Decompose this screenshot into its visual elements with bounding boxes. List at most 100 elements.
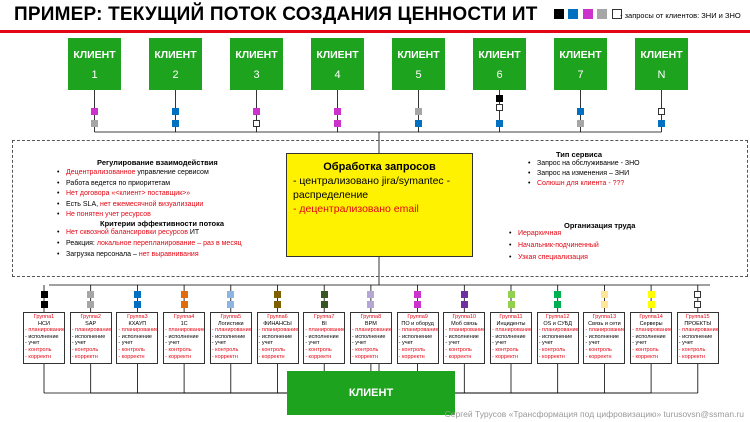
bullet-item: Децентрализованное управление сервисом (57, 169, 209, 176)
group-activity: - учет (398, 340, 413, 347)
group-activity: - контроль (445, 346, 472, 353)
client-label: КЛИЕНТ (478, 49, 521, 61)
request-square (334, 120, 341, 127)
group-color-square (554, 301, 562, 308)
group-activity: - корректн (398, 353, 425, 360)
group-color-square (414, 291, 422, 298)
bullet-text: Запрос на изменения – ЗНИ (537, 170, 630, 177)
group-system: Связь и сети (588, 320, 621, 327)
group-activity: - исполнение (351, 333, 386, 340)
group-activity: - контроль (398, 346, 426, 353)
bullet-highlight: Нет сквозной балансировки ресурсов (66, 229, 188, 236)
group-name: Группа3 (127, 314, 148, 320)
group-activity: - учет (492, 340, 507, 347)
group-activity: - учет (258, 340, 273, 347)
regulation-title: Регулирование взаимодействия (97, 158, 218, 167)
group-activity: - учет (305, 340, 320, 347)
group-color-square (227, 301, 235, 308)
bullet-item: Есть SLA, нет ежемесячной визуализации (57, 201, 203, 208)
group-name: Группа12 (545, 314, 570, 320)
bullet-text: Солюшн для клиента - ??? (537, 180, 625, 187)
group-activity: - учет (211, 340, 227, 347)
group-name: Группа6 (267, 314, 288, 320)
group-activity: - корректн (258, 353, 285, 360)
group-color-square (554, 291, 562, 298)
group-name: Группа7 (313, 314, 335, 320)
client-label: КЛИЕНТ (397, 49, 440, 61)
group-system: BI (321, 320, 327, 327)
bullet-text: Узкая специализация (518, 254, 588, 261)
client-number: 5 (415, 69, 422, 81)
group-color-square (460, 301, 468, 308)
bullet-text: Иерархичная (518, 230, 562, 237)
request-square (496, 120, 503, 127)
group-activity: - корректн (538, 353, 565, 360)
group-activity: - планирование (118, 327, 159, 334)
group-activity: - учет (71, 340, 87, 347)
group-activity: - контроль (165, 346, 192, 353)
bullet-item: Нет договора «<клиент> поставщик>» (57, 190, 190, 197)
group-activity: - корректн (165, 353, 192, 360)
group-system: ПРОЕКТЫ (684, 320, 712, 327)
bullet-text: Реакция: (66, 240, 97, 247)
group-color-square (227, 291, 235, 298)
group-activity: - контроль (211, 346, 239, 353)
group-activity: - учет (678, 340, 694, 347)
request-square (658, 120, 665, 127)
group-activity: - планирование (398, 327, 439, 334)
request-square (658, 108, 665, 115)
group-activity: - контроль (632, 346, 659, 353)
request-square (334, 108, 341, 115)
client-number: 4 (334, 69, 341, 81)
group-color-square (320, 301, 328, 308)
group-activity: - корректн (445, 353, 472, 360)
group-system: BPM (364, 320, 377, 327)
group-activity: - корректн (585, 353, 612, 360)
bullet-item: Загрузка персонала – нет выравнивания (57, 251, 199, 258)
group-activity: - корректн (211, 353, 238, 360)
group-activity: - корректн (71, 353, 98, 360)
group-system: ОS и СУБД (543, 320, 573, 327)
labor-title: Организация труда (564, 221, 636, 230)
group-activity: - корректн (632, 353, 659, 360)
group-activity: - исполнение (398, 333, 433, 340)
group-color-square (414, 301, 422, 308)
group-activity: - исполнение (118, 333, 152, 340)
bullet-item: Иерархичная (509, 230, 562, 237)
client-label: КЛИЕНТ (235, 49, 278, 61)
group-color-square (460, 291, 468, 298)
group-activity: - планирование (678, 327, 719, 334)
group-system: Моб связь (451, 320, 478, 327)
request-square (577, 108, 584, 115)
client-number: 2 (172, 69, 179, 81)
group-color-square (180, 301, 188, 308)
group-activity: - планирование (258, 327, 299, 334)
group-activity: - исполнение (445, 333, 479, 340)
group-activity: - контроль (118, 346, 145, 353)
bullet-highlight: Децентрализованное (66, 169, 136, 176)
client-label: КЛИЕНТ (73, 49, 116, 61)
service-type-title: Тип сервиса (556, 150, 603, 159)
group-activity: - корректн (118, 353, 145, 360)
group-activity: - корректн (25, 353, 52, 360)
legend-color-swatch (597, 9, 607, 19)
group-activity: - планирование (71, 327, 112, 334)
request-processing-heading: Обработка запросов (323, 161, 436, 173)
group-activity: - планирование (305, 327, 346, 334)
group-name: Группа13 (592, 314, 617, 320)
group-activity: - планирование (492, 327, 532, 334)
group-activity: - контроль (585, 346, 612, 353)
legend-text: - запросы от клиентов: ЗНИ и ЗНО (620, 11, 741, 20)
group-activity: - учет (445, 340, 460, 347)
